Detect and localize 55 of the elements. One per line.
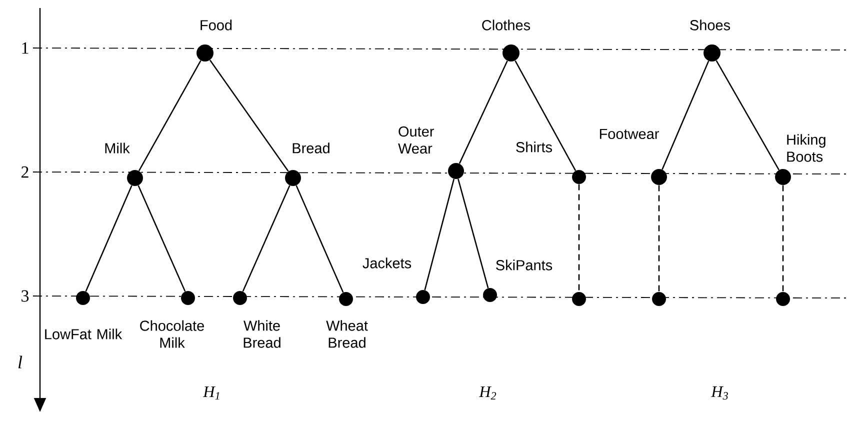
dot (502, 44, 520, 62)
dot (572, 170, 586, 184)
node-label: Jackets (362, 258, 412, 268)
tree-line (662, 60, 710, 170)
dot (704, 44, 720, 62)
dot (775, 169, 791, 185)
level-number: 1 (20, 41, 30, 55)
level-number: 2 (20, 165, 30, 179)
node-label: Hiking Boots (787, 134, 826, 162)
dot (448, 163, 464, 179)
node-label: Shirts (516, 142, 552, 152)
axis-label: l (16, 354, 24, 370)
dot (652, 292, 666, 306)
dot (285, 170, 301, 186)
tree-line (296, 185, 344, 293)
dot (181, 291, 195, 305)
dot (483, 288, 497, 302)
dot (416, 290, 430, 304)
node-label: White Bread (244, 320, 280, 348)
dot (233, 291, 247, 305)
tree-line (716, 60, 780, 170)
dashed-line (658, 185, 660, 292)
dot (339, 292, 353, 306)
hierarchy-label: H$_{1}$ (202, 385, 222, 401)
node-label: Bread (292, 142, 330, 154)
node-label: Milk (105, 142, 130, 154)
node-label: Chocolate Milk (140, 320, 204, 348)
dot (572, 292, 586, 306)
hierarchy-label: H$_{2}$ (478, 385, 498, 401)
node-label: LowFat Milk (45, 328, 122, 340)
node-label: Wheat Bread (326, 320, 368, 348)
tree-line (424, 178, 455, 290)
dot (776, 292, 790, 306)
node-label: Clothes (482, 20, 530, 30)
tree-line (85, 185, 132, 292)
tree-line (458, 60, 508, 164)
dot (196, 44, 214, 62)
node-label: Footwear (600, 128, 659, 140)
node-label: SkiPants (496, 260, 552, 270)
tree-line (458, 178, 489, 288)
tree-line (209, 60, 289, 172)
hierarchy-label: H$_{3}$ (710, 385, 730, 401)
dashed-line (578, 184, 580, 292)
dashed-line (782, 185, 784, 292)
node-label: Food (200, 20, 232, 30)
node-label: Shoes (690, 20, 730, 30)
tree-line (138, 185, 186, 292)
tree-line (242, 185, 290, 292)
dot (127, 170, 143, 186)
dot (651, 169, 667, 185)
tree-line (514, 60, 576, 171)
level-number: 3 (20, 289, 30, 303)
node-label: Outer Wear (398, 126, 434, 154)
tree-line (138, 60, 202, 172)
dot (76, 291, 90, 305)
